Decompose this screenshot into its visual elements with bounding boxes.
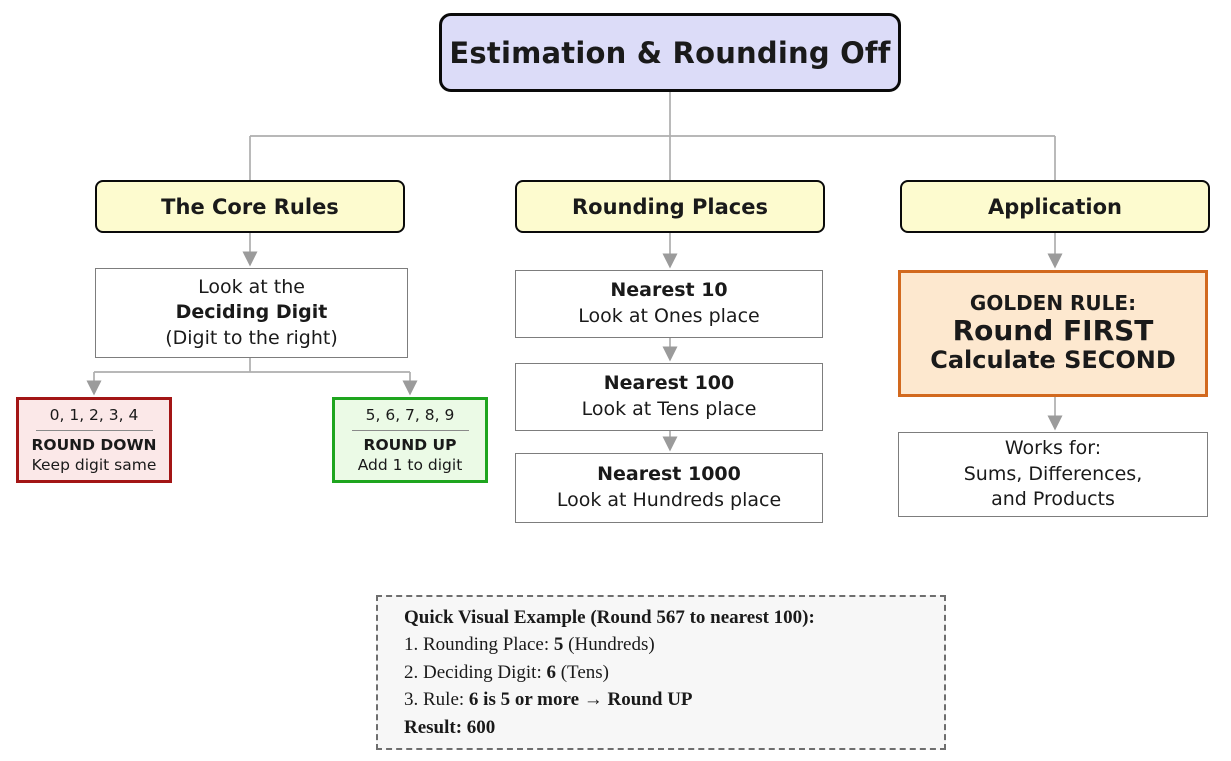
- works-for-line2: Sums, Differences,: [963, 462, 1143, 485]
- example-result: Result: 600: [404, 716, 496, 738]
- step-detail: Look at Tens place: [581, 398, 757, 420]
- golden-rule-line3: Calculate SECOND: [930, 346, 1176, 375]
- round-up-digits: 5, 6, 7, 8, 9: [365, 405, 455, 424]
- step2-suffix: (Tens): [555, 661, 609, 683]
- header-rounding-places: Rounding Places: [515, 180, 825, 233]
- step-title: Nearest 1000: [597, 463, 741, 486]
- deciding-line2: Deciding Digit: [175, 301, 328, 324]
- deciding-digit-box: Look at the Deciding Digit (Digit to the…: [95, 268, 408, 358]
- step1-suffix: (Hundreds): [563, 634, 655, 656]
- example-step-1: 1. Rounding Place: 5 (Hundreds): [404, 631, 655, 658]
- step3-text: 3. Rule:: [404, 689, 469, 711]
- round-down-detail: Keep digit same: [31, 456, 157, 475]
- step-detail: Look at Ones place: [578, 305, 760, 327]
- step2-text: 2. Deciding Digit:: [404, 661, 547, 683]
- header-application: Application: [900, 180, 1210, 233]
- step-detail: Look at Hundreds place: [556, 489, 782, 511]
- example-step-2: 2. Deciding Digit: 6 (Tens): [404, 659, 609, 686]
- round-up-detail: Add 1 to digit: [357, 456, 463, 475]
- works-for-box: Works for: Sums, Differences, and Produc…: [898, 432, 1208, 517]
- deciding-line3: (Digit to the right): [165, 326, 338, 349]
- step3-rule: 6 is 5 or more → Round UP: [468, 689, 693, 711]
- divider: [35, 429, 153, 431]
- example-step-3: 3. Rule: 6 is 5 or more → Round UP: [404, 686, 693, 713]
- deciding-line1: Look at the: [198, 275, 305, 298]
- header-core-rules: The Core Rules: [95, 180, 405, 233]
- step-title: Nearest 10: [610, 279, 728, 302]
- step2-value: 6: [546, 661, 556, 683]
- nearest-100-box: Nearest 100 Look at Tens place: [515, 363, 823, 431]
- nearest-1000-box: Nearest 1000 Look at Hundreds place: [515, 453, 823, 523]
- round-down-box: 0, 1, 2, 3, 4 ROUND DOWN Keep digit same: [16, 397, 172, 483]
- example-title: Quick Visual Example (Round 567 to neare…: [404, 607, 815, 629]
- diagram-title: Estimation & Rounding Off: [439, 13, 901, 92]
- quick-example-box: Quick Visual Example (Round 567 to neare…: [376, 595, 946, 750]
- round-down-action: ROUND DOWN: [31, 435, 157, 454]
- round-up-box: 5, 6, 7, 8, 9 ROUND UP Add 1 to digit: [332, 397, 488, 483]
- golden-rule-line2: Round FIRST: [952, 313, 1154, 347]
- golden-rule-label: GOLDEN RULE:: [969, 290, 1137, 315]
- step1-value: 5: [553, 634, 564, 656]
- step-title: Nearest 100: [603, 372, 735, 395]
- works-for-line3: and Products: [991, 488, 1115, 511]
- golden-rule-box: GOLDEN RULE: Round FIRST Calculate SECON…: [898, 270, 1208, 397]
- round-up-action: ROUND UP: [363, 435, 457, 454]
- works-for-line1: Works for:: [1004, 437, 1102, 460]
- step1-text: 1. Rounding Place:: [404, 634, 554, 656]
- nearest-10-box: Nearest 10 Look at Ones place: [515, 270, 823, 338]
- divider: [351, 429, 469, 431]
- round-down-digits: 0, 1, 2, 3, 4: [49, 405, 139, 424]
